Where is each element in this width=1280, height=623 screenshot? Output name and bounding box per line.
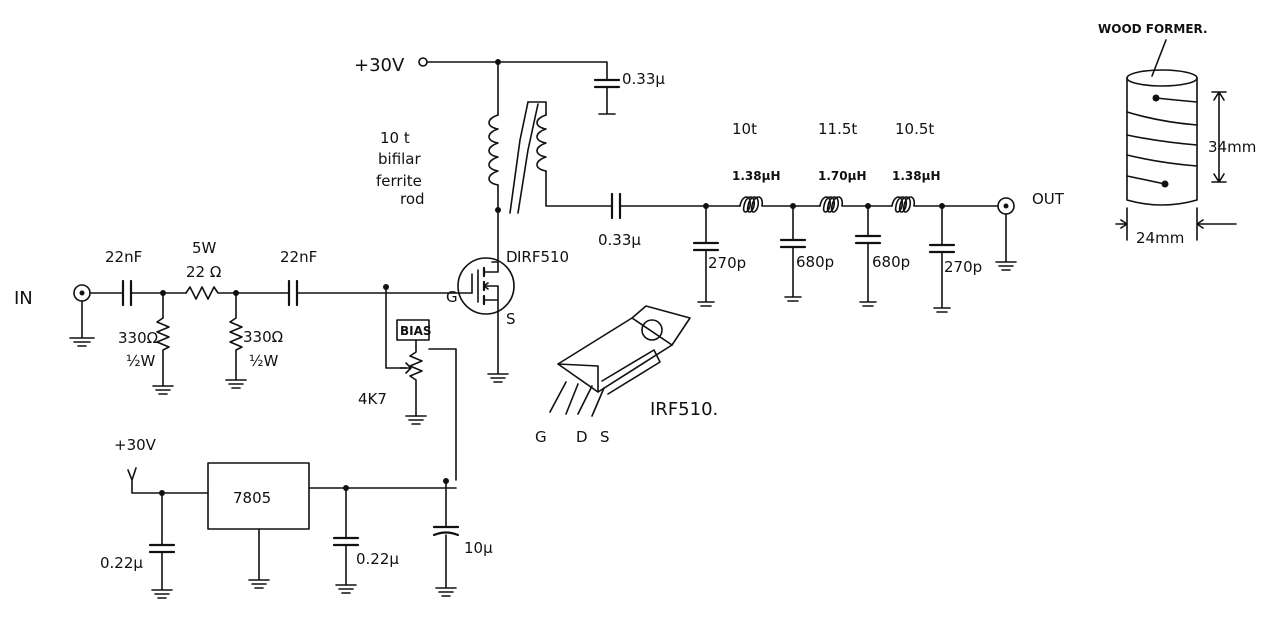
capacitor-c-f1 — [692, 205, 720, 307]
l3-turns: 10.5t — [895, 120, 934, 138]
r-series-label: 22 Ω — [186, 263, 221, 281]
wire-bias-supply — [428, 348, 457, 481]
mosfet-pin-d: D — [506, 248, 518, 266]
regulator-7805 — [207, 462, 310, 589]
capacitor-c-mid — [287, 279, 299, 307]
c-reg-elec-label: 10µ — [464, 539, 493, 557]
former-diameter-label: 24mm — [1136, 229, 1184, 247]
l1-turns: 10t — [732, 120, 757, 138]
capacitor-c-couple-out — [610, 192, 622, 220]
r-bias-label: 4K7 — [358, 390, 387, 408]
c-mid-label: 22nF — [280, 248, 317, 266]
capacitor-c-f4 — [928, 205, 956, 313]
c-reg-in-label: 0.22µ — [100, 554, 143, 572]
capacitor-c-decouple — [593, 78, 621, 115]
output-connector — [995, 197, 1017, 271]
transformer-core: ferrite — [376, 172, 422, 190]
l2-value: 1.70µH — [818, 169, 866, 183]
c-decouple-label: 0.33µ — [622, 70, 665, 88]
l2-turns: 11.5t — [818, 120, 857, 138]
bias-potentiometer — [399, 346, 427, 425]
r-shunt2-label: 330Ω — [243, 328, 283, 346]
c-f4-label: 270p — [944, 258, 982, 276]
regulator-label: 7805 — [233, 489, 271, 507]
r-shunt1-label: 330Ω — [118, 329, 158, 347]
capacitor-c-f3 — [854, 205, 882, 307]
r-shunt2-power: ½W — [249, 352, 279, 370]
bifilar-transformer — [488, 61, 613, 214]
mosfet-label: IRF510 — [517, 248, 569, 266]
c-f1-label: 270p — [708, 254, 746, 272]
former-diameter-dimension — [1115, 207, 1237, 241]
resistor-r-series — [185, 286, 290, 300]
input-label: IN — [14, 288, 33, 309]
capacitor-c-reg-out — [332, 487, 360, 594]
c-couple-out-label: 0.33µ — [598, 231, 641, 249]
inductor-l1 — [739, 196, 821, 213]
former-height-dimension — [1211, 91, 1227, 183]
l3-value: 1.38µH — [892, 169, 940, 183]
capacitor-c-in — [121, 279, 133, 307]
supply-reg-label: +30V — [114, 436, 157, 454]
r-shunt1-power: ½W — [126, 352, 156, 370]
transformer-core2: rod — [400, 190, 425, 208]
package-pin-g: G — [535, 428, 547, 446]
package-pin-d: D — [576, 428, 588, 446]
supply-top-label: +30V — [354, 55, 405, 76]
bias-box — [396, 319, 430, 341]
wood-former — [1126, 69, 1198, 206]
resistor-r-shunt1 — [152, 292, 174, 395]
mosfet-pin-g: G — [446, 288, 458, 306]
former-height-label: 34mm — [1208, 138, 1256, 156]
irf510-package-sketch — [549, 305, 691, 417]
capacitor-c-f2 — [779, 205, 807, 302]
inductor-l2 — [819, 196, 893, 213]
former-title: WOOD FORMER. — [1098, 22, 1208, 36]
package-pin-s: S — [600, 428, 610, 446]
capacitor-c-reg-elec — [432, 480, 460, 597]
mosfet-pin-s: S — [506, 310, 516, 328]
r-series-power: 5W — [192, 239, 217, 257]
input-connector — [69, 284, 95, 347]
wire-supply-top — [426, 61, 608, 81]
c-reg-out-label: 0.22µ — [356, 550, 399, 568]
bias-label: BIAS — [400, 324, 432, 338]
output-label: OUT — [1032, 190, 1065, 208]
supply-top-terminal — [418, 57, 428, 67]
mosfet-irf510 — [457, 209, 515, 383]
resistor-r-shunt2 — [225, 292, 247, 389]
capacitor-c-reg-in — [148, 492, 176, 599]
inductor-l3 — [891, 196, 999, 213]
transformer-type: bifilar — [378, 150, 421, 168]
package-label: IRF510. — [650, 399, 718, 420]
supply-reg-arrow — [127, 467, 209, 494]
transformer-turns: 10 t — [380, 129, 410, 147]
c-f2-label: 680p — [796, 253, 834, 271]
c-f3-label: 680p — [872, 253, 910, 271]
c-in-label: 22nF — [105, 248, 142, 266]
l1-value: 1.38µH — [732, 169, 780, 183]
